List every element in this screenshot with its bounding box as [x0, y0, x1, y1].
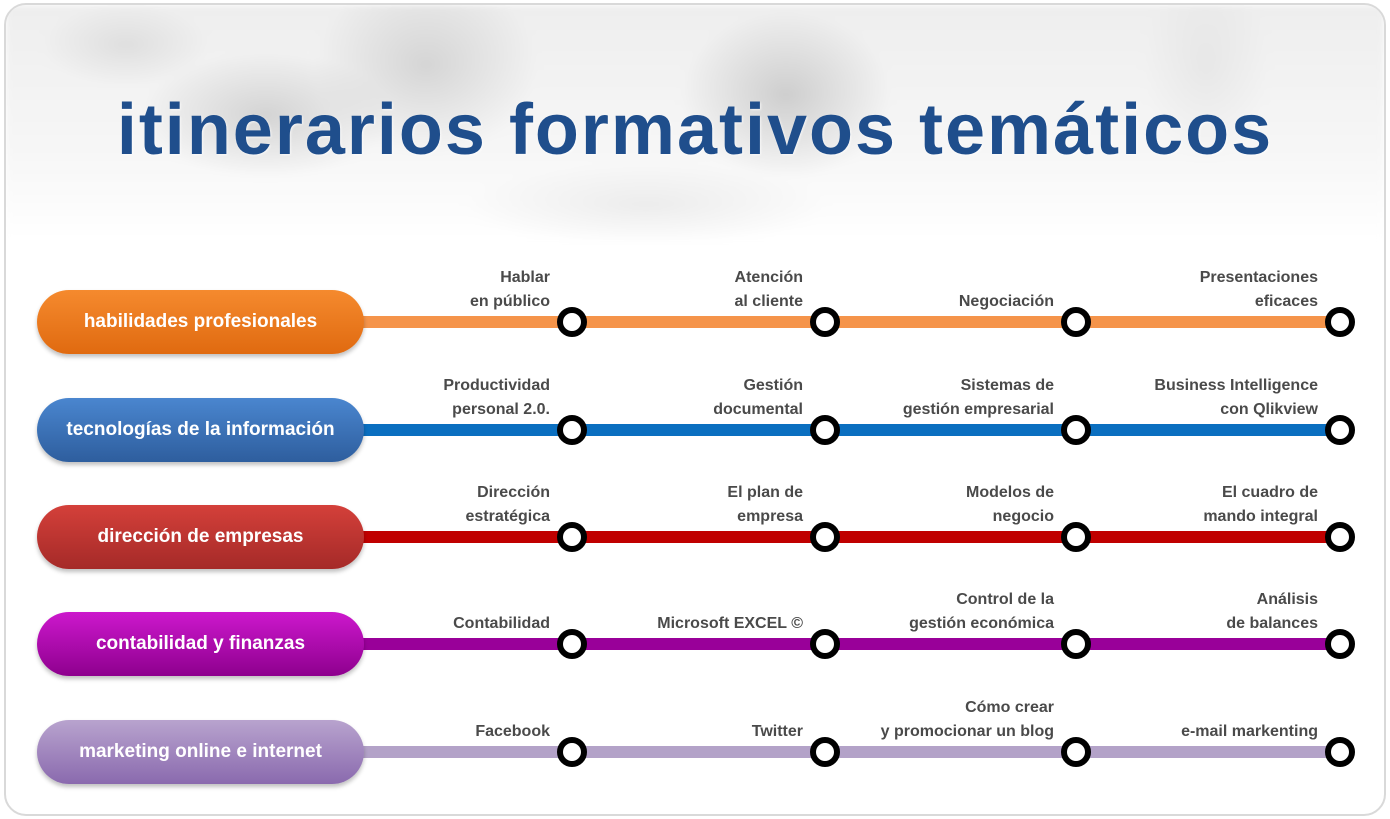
station-label-line1: Atención [734, 269, 803, 286]
station-label-line2: y promocionar un blog [880, 723, 1054, 740]
station-label[interactable]: Análisis de balances [1058, 588, 1318, 636]
station-label-line2: e-mail markenting [1181, 723, 1318, 740]
station-label[interactable]: Modelos de negocio [794, 481, 1054, 529]
station-label-line2: Facebook [475, 723, 550, 740]
station-circle-icon[interactable] [1325, 415, 1355, 445]
station-label-line2: empresa [737, 508, 803, 525]
station-label-line1: Modelos de [965, 484, 1054, 501]
station-label-line2: al cliente [734, 293, 803, 310]
station-label-line1: Control de la [956, 591, 1054, 608]
station-circle-icon[interactable] [810, 629, 840, 659]
station-label-line2: gestión económica [909, 615, 1054, 632]
station-label-line2: en público [470, 293, 550, 310]
station-circle-icon[interactable] [1061, 307, 1091, 337]
route-line [360, 424, 1340, 436]
station-label-line1: Business Intelligence [1154, 377, 1318, 394]
station-label[interactable]: Twitter [543, 696, 803, 744]
station-label[interactable]: Hablar en público [290, 266, 550, 314]
station-label-line2: Twitter [751, 723, 803, 740]
station-label-line1: Gestión [743, 377, 803, 394]
station-label-line2: mando integral [1203, 508, 1318, 525]
route-pill[interactable]: tecnologías de la información [37, 398, 364, 462]
station-circle-icon[interactable] [810, 415, 840, 445]
station-label[interactable]: e-mail markenting [1058, 696, 1318, 744]
route-pill[interactable]: marketing online e internet [37, 720, 364, 784]
station-label-line2: Negociación [958, 293, 1054, 310]
station-label[interactable]: El cuadro de mando integral [1058, 481, 1318, 529]
station-circle-icon[interactable] [1061, 522, 1091, 552]
station-label-line1: Análisis [1256, 591, 1318, 608]
station-circle-icon[interactable] [810, 522, 840, 552]
route-pill[interactable]: dirección de empresas [37, 505, 364, 569]
station-circle-icon[interactable] [810, 307, 840, 337]
station-label[interactable]: Control de la gestión económica [794, 588, 1054, 636]
page-title: itinerarios formativos temáticos [116, 90, 1274, 170]
station-circle-icon[interactable] [810, 737, 840, 767]
station-label[interactable]: Business Intelligence con Qlikview [1058, 374, 1318, 422]
station-label-line2: negocio [992, 508, 1054, 525]
station-label-line1: El cuadro de [1221, 484, 1318, 501]
station-label[interactable]: Sistemas de gestión empresarial [794, 374, 1054, 422]
station-circle-icon[interactable] [557, 522, 587, 552]
station-label[interactable]: Productividad personal 2.0. [290, 374, 550, 422]
station-label-line1: Hablar [500, 269, 550, 286]
station-label-line2: estratégica [465, 508, 551, 525]
station-label[interactable]: Negociación [794, 266, 1054, 314]
station-label-line2: Microsoft EXCEL © [657, 615, 803, 632]
station-label[interactable]: Dirección estratégica [290, 481, 551, 529]
station-circle-icon[interactable] [1061, 629, 1091, 659]
infographic-frame: itinerarios formativos temáticos [4, 3, 1386, 816]
route-pill[interactable]: habilidades profesionales [37, 290, 364, 354]
station-label[interactable]: Contabilidad [290, 588, 550, 636]
station-label-line2: con Qlikview [1220, 401, 1318, 418]
station-circle-icon[interactable] [1325, 629, 1355, 659]
station-label-line1: Dirección [477, 484, 550, 501]
station-circle-icon[interactable] [557, 737, 587, 767]
station-label-line1: Productividad [443, 377, 550, 394]
station-label[interactable]: Cómo crear y promocionar un blog [794, 696, 1054, 744]
station-label[interactable]: Atención al cliente [543, 266, 803, 314]
station-label-line2: gestión empresarial [902, 401, 1054, 418]
station-label-line1: Sistemas de [960, 377, 1054, 394]
station-label-line2: personal 2.0. [452, 401, 550, 418]
station-circle-icon[interactable] [1061, 737, 1091, 767]
route-line [360, 316, 1340, 328]
station-circle-icon[interactable] [1325, 307, 1355, 337]
route-line [360, 531, 1340, 543]
station-label-line1 [290, 696, 550, 720]
station-label-line2: Contabilidad [453, 615, 550, 632]
station-circle-icon[interactable] [1325, 522, 1355, 552]
station-label[interactable]: Presentaciones eficaces [1058, 266, 1318, 314]
station-label[interactable]: Gestión documental [543, 374, 803, 422]
station-circle-icon[interactable] [1061, 415, 1091, 445]
station-label-line1 [543, 696, 803, 720]
station-label-line1: El plan de [727, 484, 803, 501]
banner-background [6, 5, 1384, 241]
route-line [360, 746, 1340, 758]
station-circle-icon[interactable] [1325, 737, 1355, 767]
station-label-line1: Cómo crear [965, 699, 1054, 716]
station-label[interactable]: Microsoft EXCEL © [543, 588, 803, 636]
station-circle-icon[interactable] [557, 307, 587, 337]
station-circle-icon[interactable] [557, 629, 587, 659]
station-label-line1 [1058, 696, 1318, 720]
route-pill[interactable]: contabilidad y finanzas [37, 612, 364, 676]
route-line [360, 638, 1340, 650]
station-label-line1: Presentaciones [1199, 269, 1318, 286]
station-label-line2: eficaces [1254, 293, 1318, 310]
station-label-line2: documental [713, 401, 803, 418]
station-circle-icon[interactable] [557, 415, 587, 445]
station-label-line2: de balances [1226, 615, 1318, 632]
station-label[interactable]: El plan de empresa [543, 481, 803, 529]
station-label[interactable]: Facebook [290, 696, 550, 744]
